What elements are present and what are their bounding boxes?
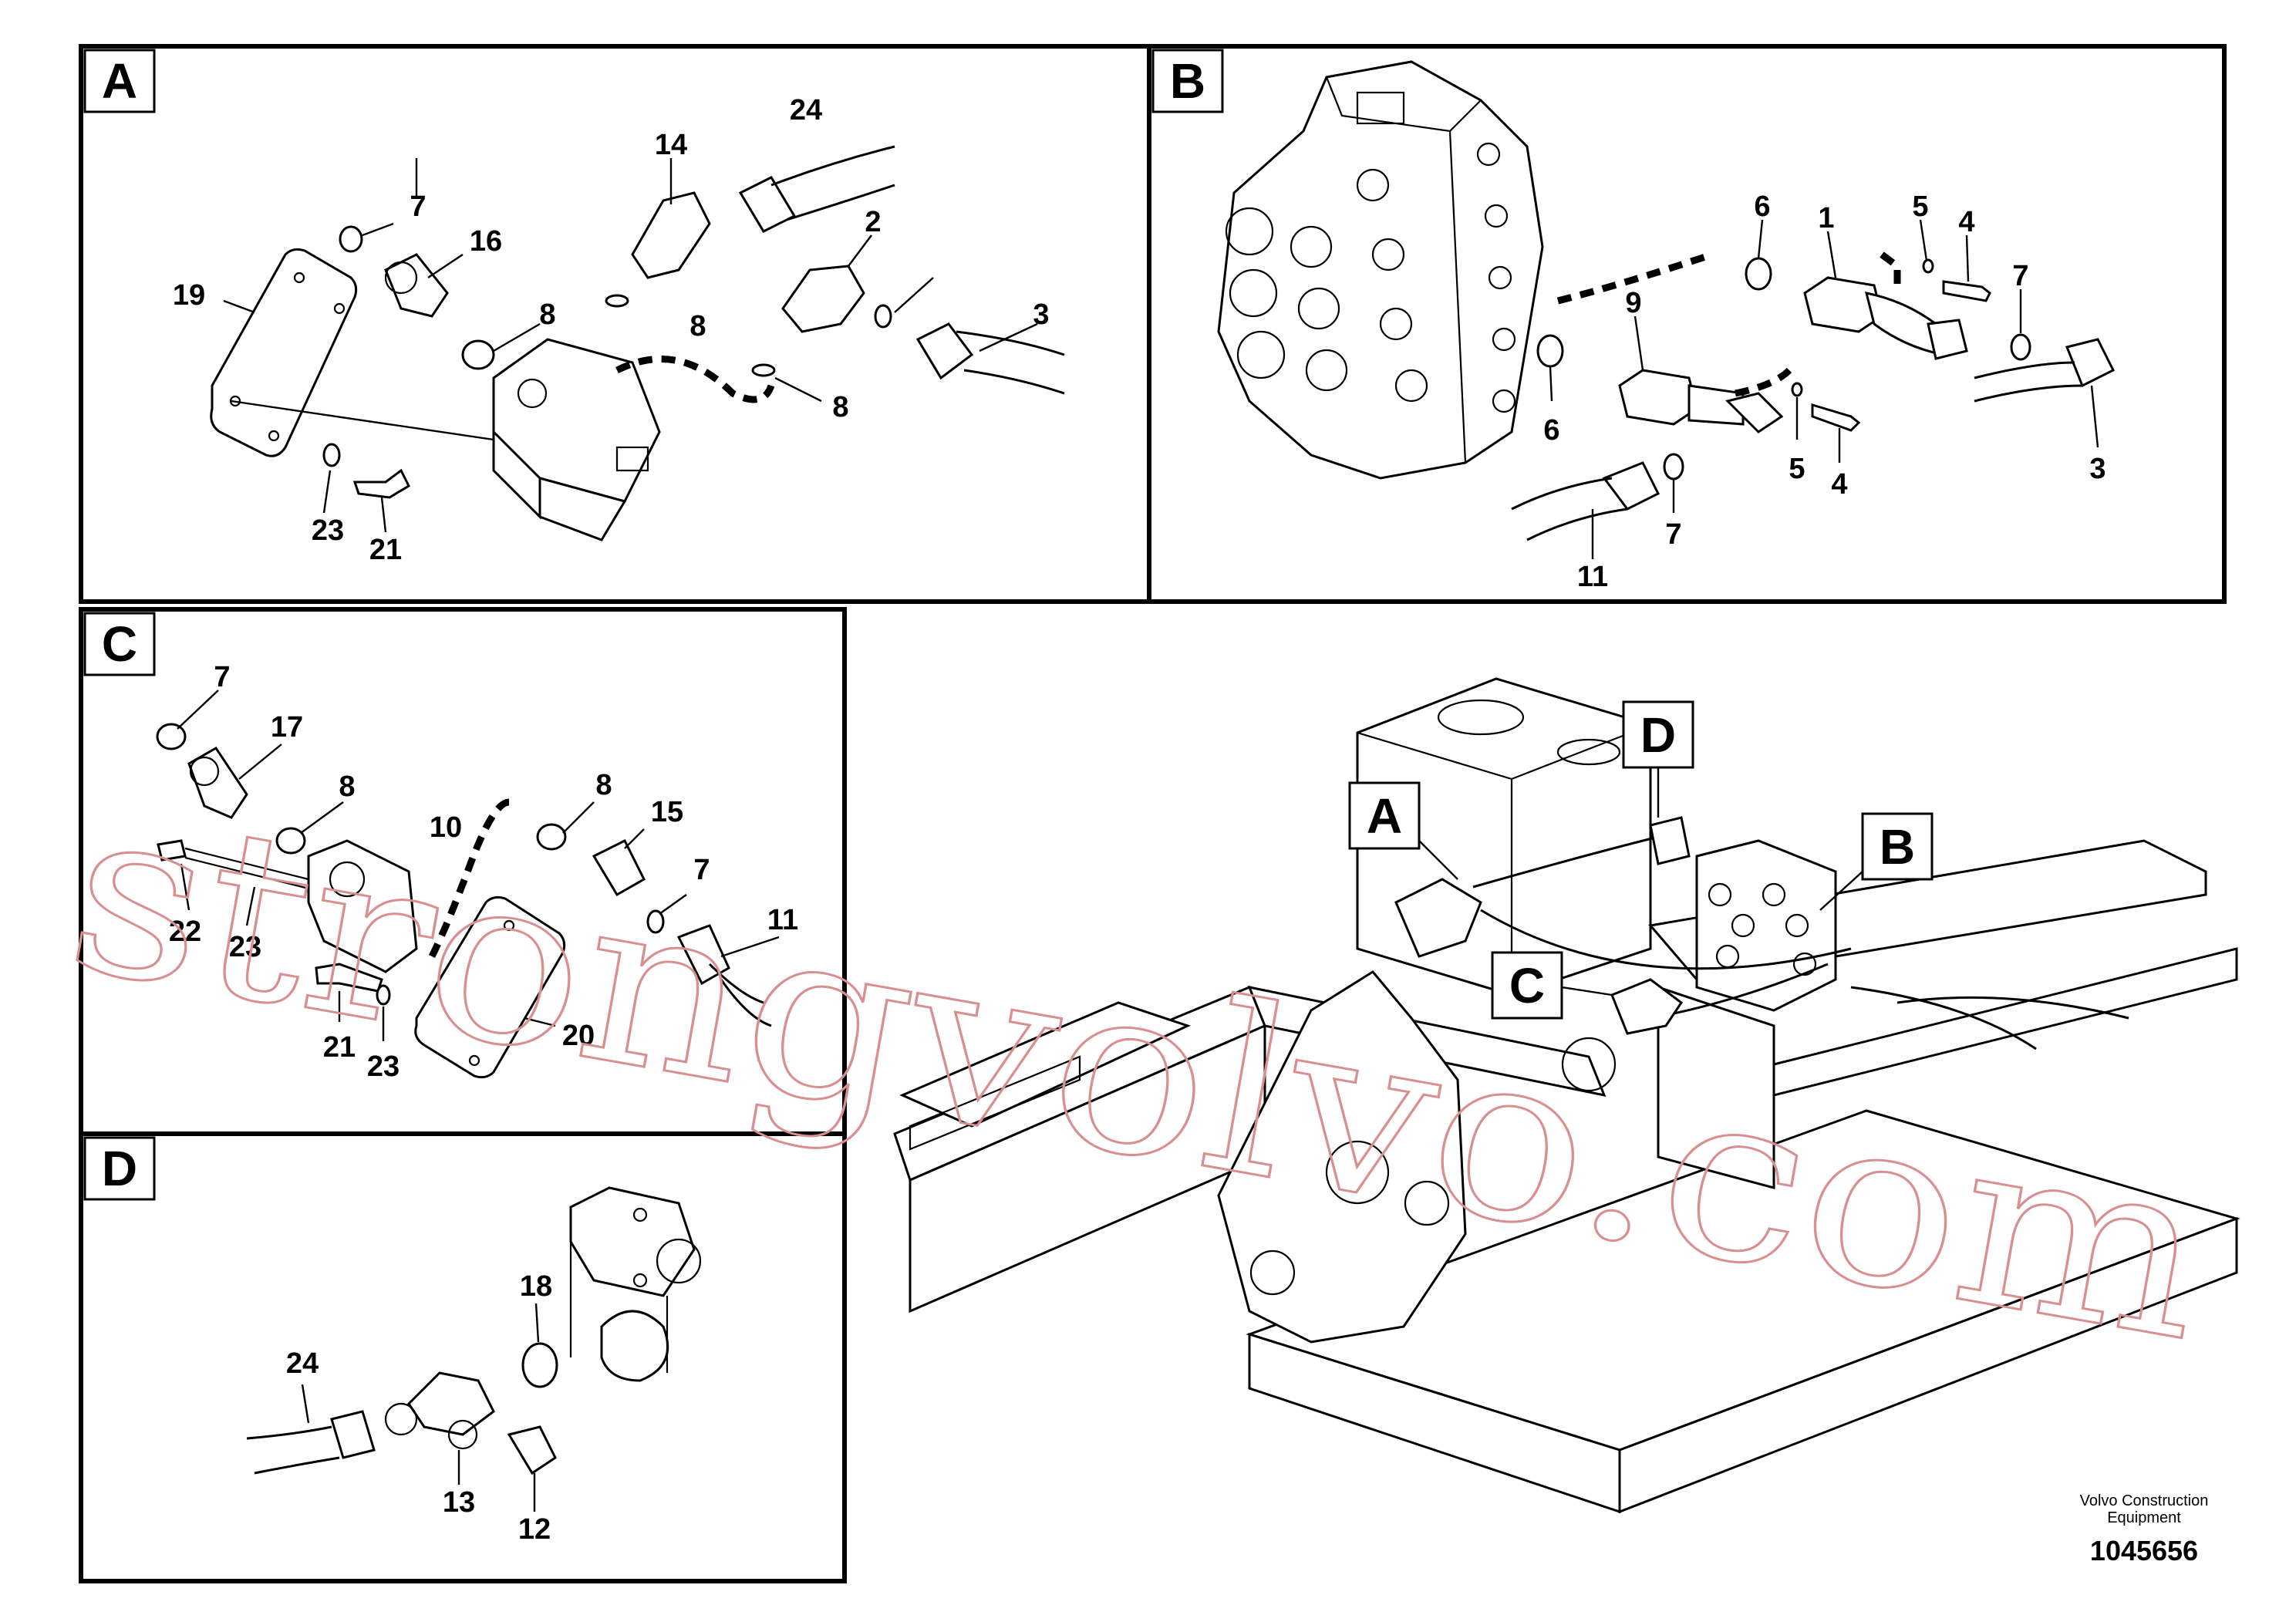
svg-text:D: D bbox=[102, 1141, 137, 1196]
company-line-2: Equipment bbox=[2107, 1509, 2181, 1526]
callout-c: C bbox=[1491, 951, 1613, 1020]
svg-text:15: 15 bbox=[651, 796, 683, 828]
svg-text:4: 4 bbox=[1958, 206, 1974, 238]
panel-a-tag: A bbox=[83, 49, 156, 113]
panel-b-drawing bbox=[1217, 60, 2116, 559]
svg-text:7: 7 bbox=[214, 661, 230, 693]
svg-text:B: B bbox=[1880, 819, 1915, 875]
svg-text:7: 7 bbox=[2012, 260, 2028, 292]
callout-d: D bbox=[1622, 700, 1694, 818]
svg-text:3: 3 bbox=[1033, 298, 1049, 331]
svg-text:23: 23 bbox=[229, 931, 261, 963]
svg-text:7: 7 bbox=[410, 191, 426, 223]
svg-text:20: 20 bbox=[562, 1020, 595, 1052]
panel-d-frame bbox=[79, 1131, 847, 1583]
panel-c-drawing bbox=[156, 690, 780, 1079]
svg-text:5: 5 bbox=[1789, 453, 1805, 485]
svg-text:8: 8 bbox=[339, 771, 355, 803]
svg-text:7: 7 bbox=[693, 854, 710, 886]
svg-text:7: 7 bbox=[1665, 518, 1681, 551]
svg-text:10: 10 bbox=[430, 811, 462, 844]
svg-text:19: 19 bbox=[173, 279, 205, 312]
svg-text:11: 11 bbox=[1577, 561, 1608, 593]
callout-a: A bbox=[1348, 781, 1458, 880]
svg-text:2: 2 bbox=[865, 206, 881, 238]
svg-text:21: 21 bbox=[369, 534, 402, 566]
svg-text:D: D bbox=[1640, 707, 1676, 763]
svg-text:24: 24 bbox=[790, 94, 822, 126]
panel-a-labels: 24 14 2 7 16 8 19 3 8 8 23 21 bbox=[173, 94, 1050, 566]
panel-c-tag: C bbox=[83, 612, 156, 676]
svg-text:8: 8 bbox=[539, 298, 555, 331]
svg-text:12: 12 bbox=[518, 1513, 551, 1546]
svg-text:C: C bbox=[1509, 958, 1545, 1013]
panel-b-labels: 6 1 5 4 7 9 6 5 4 3 7 11 bbox=[1543, 191, 2106, 593]
svg-text:B: B bbox=[1170, 53, 1205, 109]
svg-text:13: 13 bbox=[443, 1486, 475, 1519]
panel-d-drawing bbox=[246, 1186, 702, 1512]
svg-text:6: 6 bbox=[1543, 414, 1559, 447]
panel-a-drawing bbox=[210, 145, 1065, 541]
company-line-1: Volvo Construction bbox=[2079, 1492, 2209, 1509]
svg-text:3: 3 bbox=[2089, 453, 2106, 485]
svg-text:24: 24 bbox=[286, 1347, 319, 1380]
svg-text:9: 9 bbox=[1625, 287, 1641, 319]
svg-text:A: A bbox=[102, 53, 137, 109]
callout-b: B bbox=[1819, 812, 1934, 911]
panel-c-labels: 7 17 8 10 8 15 22 23 7 11 21 23 20 bbox=[169, 661, 798, 1083]
panel-b-tag: B bbox=[1151, 49, 1224, 113]
svg-text:14: 14 bbox=[655, 129, 687, 161]
drawing-number: 1045656 bbox=[2089, 1535, 2199, 1566]
panel-d-tag: D bbox=[83, 1136, 156, 1201]
svg-text:8: 8 bbox=[689, 310, 706, 342]
svg-text:8: 8 bbox=[595, 769, 612, 801]
svg-text:5: 5 bbox=[1912, 191, 1928, 223]
svg-text:6: 6 bbox=[1754, 191, 1770, 223]
svg-text:17: 17 bbox=[271, 711, 303, 744]
svg-text:C: C bbox=[102, 616, 137, 672]
svg-text:16: 16 bbox=[470, 225, 502, 258]
machine-overview-drawing bbox=[893, 677, 2240, 1514]
svg-text:21: 21 bbox=[323, 1031, 356, 1064]
svg-text:23: 23 bbox=[312, 514, 344, 547]
company-caption: Volvo Construction Equipment bbox=[2052, 1492, 2237, 1526]
svg-text:11: 11 bbox=[767, 904, 798, 936]
svg-text:1: 1 bbox=[1818, 202, 1834, 234]
svg-text:8: 8 bbox=[832, 391, 848, 423]
svg-text:22: 22 bbox=[169, 916, 201, 948]
svg-text:18: 18 bbox=[520, 1270, 552, 1303]
svg-text:4: 4 bbox=[1831, 468, 1847, 501]
panel-b-frame bbox=[1147, 44, 2227, 604]
panel-d-labels: 18 24 13 12 bbox=[286, 1270, 552, 1546]
svg-text:A: A bbox=[1367, 788, 1402, 844]
svg-text:23: 23 bbox=[367, 1050, 400, 1083]
